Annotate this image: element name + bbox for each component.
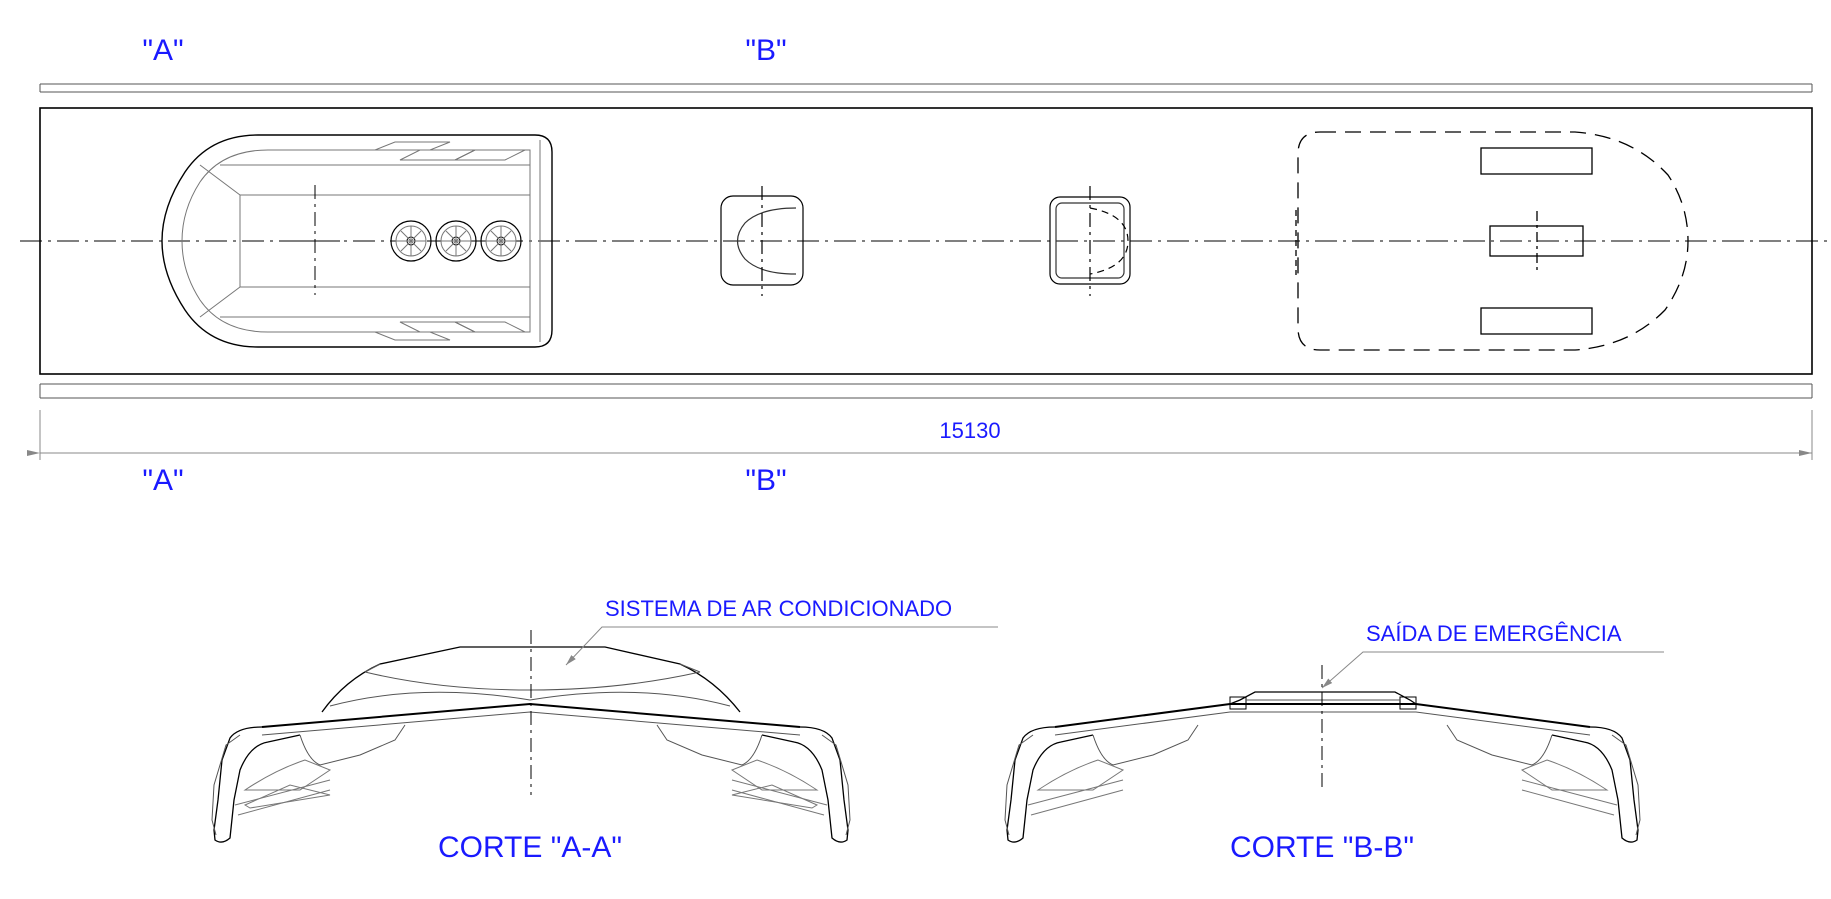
section-mark-a-top: "A" [142,34,183,67]
section-mark-b-bottom: "B" [745,464,786,497]
ac-unit-plan [161,134,553,348]
section-b-b-drawing [1004,651,1664,843]
overall-length-label: 15130 [939,418,1000,443]
roof-plan-view [20,83,1831,460]
emergency-hatch-plan-2 [1049,186,1131,296]
condenser-fan-3 [480,220,522,262]
section-b-title: CORTE "B-B" [1230,831,1414,864]
section-a-callout: SISTEMA DE AR CONDICIONADO [605,596,952,621]
section-a-a-drawing [211,626,998,843]
section-mark-a-bottom: "A" [142,464,183,497]
equipment-outline-dashed [1295,131,1689,351]
overall-dimension [27,410,1813,460]
condenser-fan-2 [435,220,477,262]
section-a-title: CORTE "A-A" [438,831,622,864]
condenser-fan-1 [390,220,432,262]
section-b-callout: SAÍDA DE EMERGÊNCIA [1366,621,1622,646]
section-mark-b-top: "B" [745,34,786,67]
emergency-hatch-plan-1 [720,186,804,296]
